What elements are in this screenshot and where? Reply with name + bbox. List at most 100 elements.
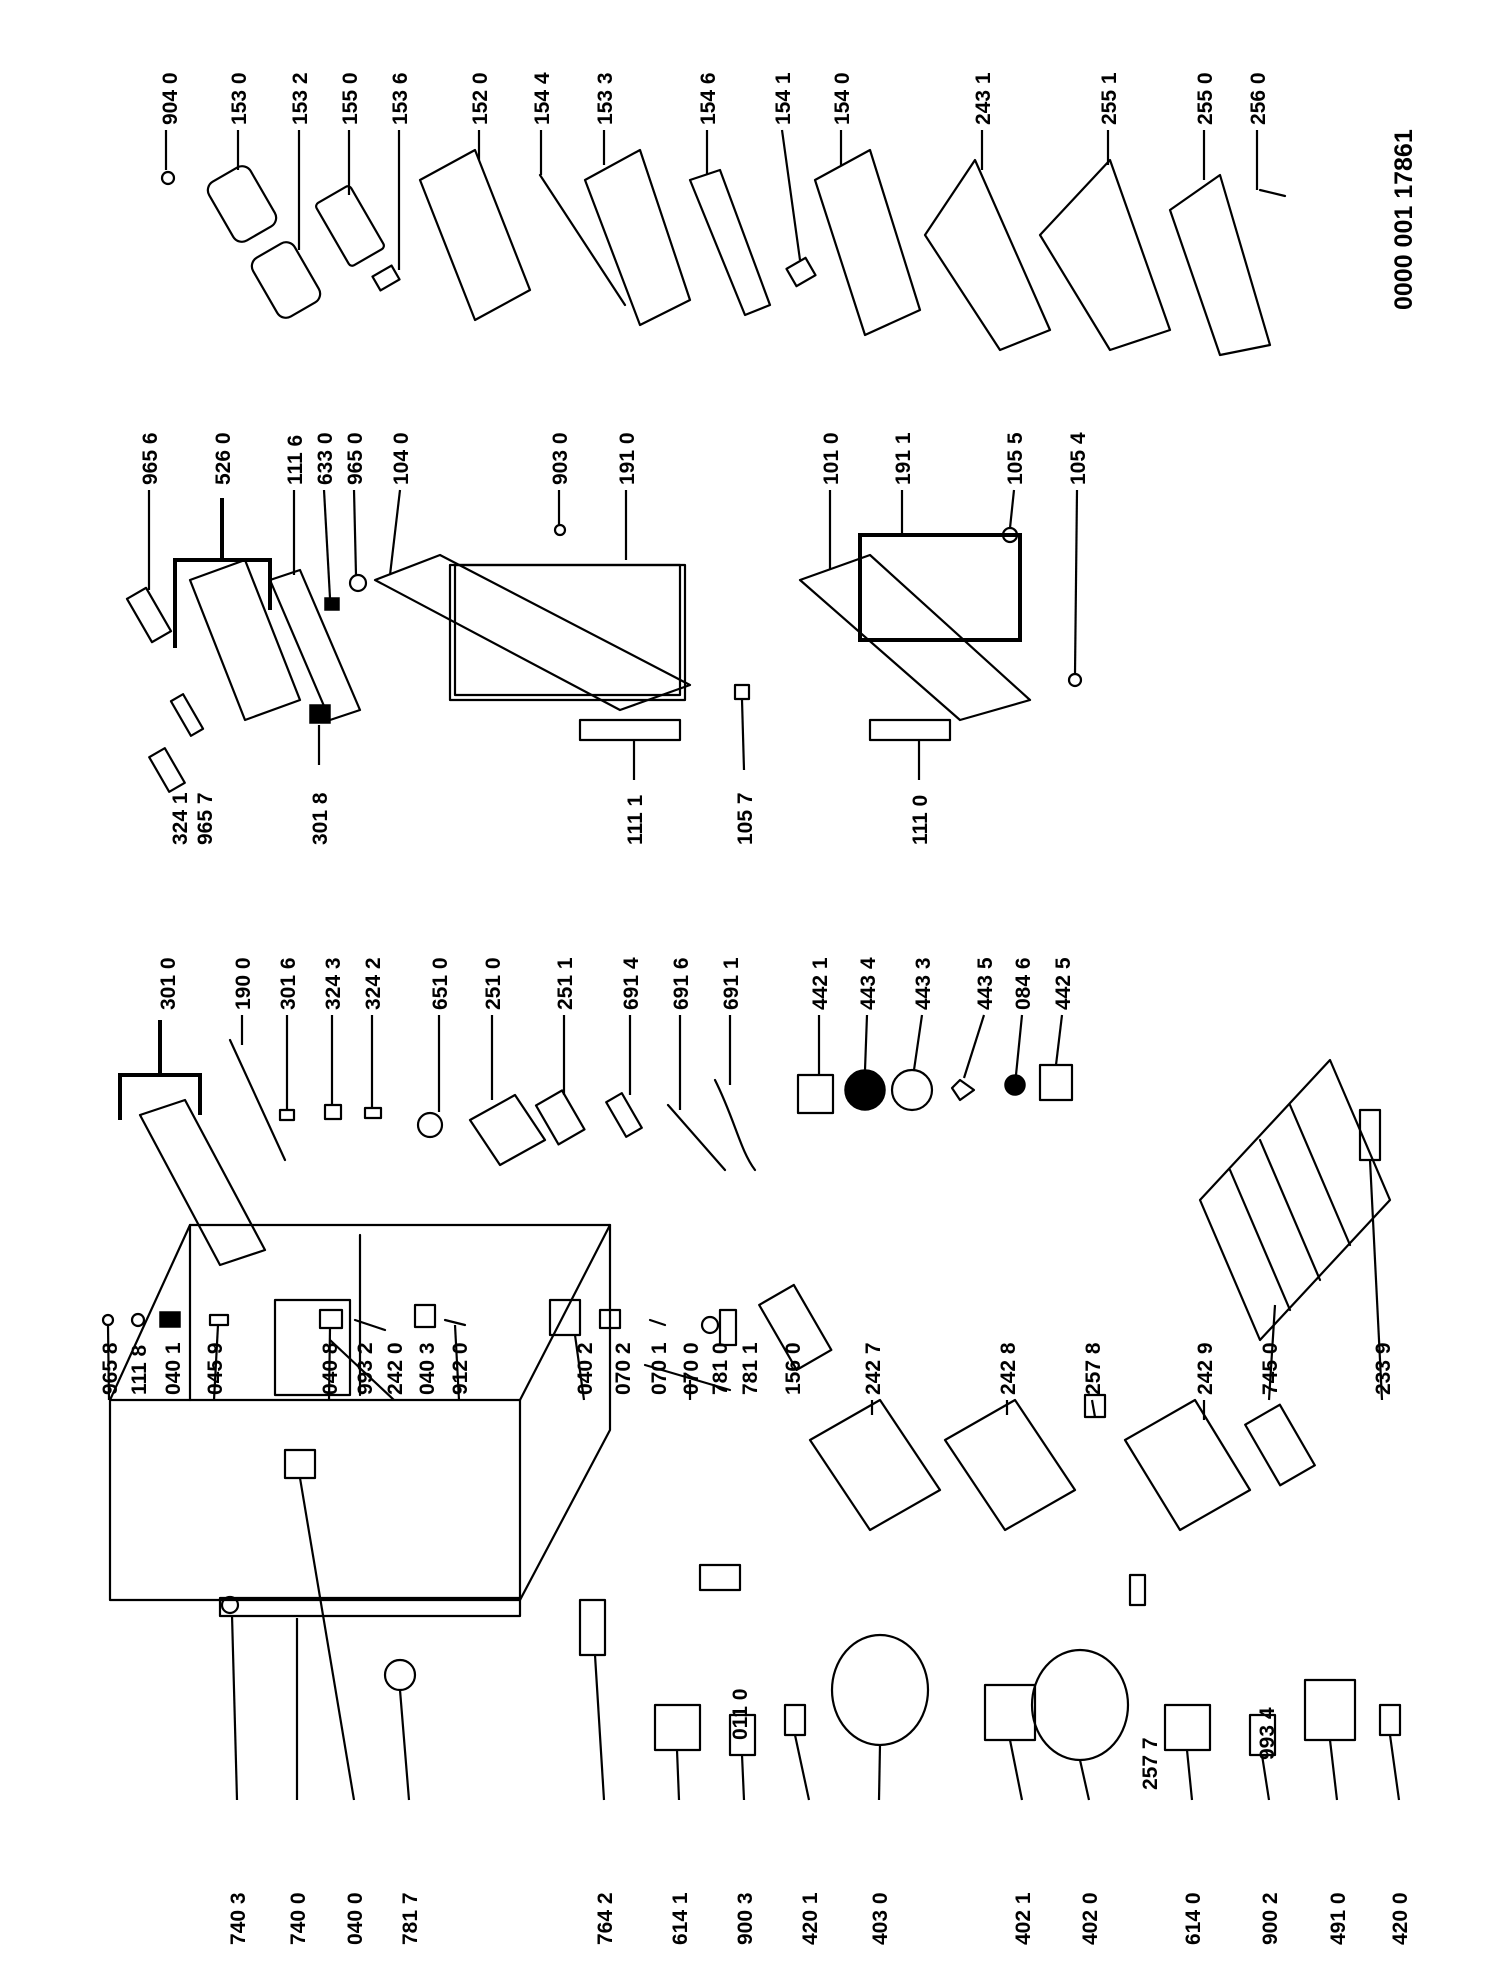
part-label: 740 0 bbox=[287, 1892, 310, 1945]
part-label: 614 0 bbox=[1182, 1892, 1205, 1945]
part-label: 257 7 bbox=[1139, 1737, 1162, 1790]
leader-line bbox=[740, 1754, 746, 1801]
part-243-1-drawing bbox=[923, 158, 1052, 352]
leader-line bbox=[327, 1327, 332, 1401]
part-label: 191 0 bbox=[616, 432, 639, 485]
part-label: 243 1 bbox=[972, 72, 995, 125]
part-242-0-drawing bbox=[273, 1298, 352, 1397]
part-label: 242 8 bbox=[997, 1342, 1020, 1395]
part-011-0-drawing bbox=[698, 1563, 742, 1592]
part-153-3-drawing bbox=[583, 148, 692, 327]
part-745-0-fin-2 bbox=[1258, 1138, 1322, 1282]
part-111-1-drawing bbox=[578, 718, 682, 742]
part-label: 153 2 bbox=[289, 72, 312, 125]
part-label: 101 0 bbox=[820, 432, 843, 485]
part-label: 402 1 bbox=[1012, 1892, 1035, 1945]
part-label: 256 0 bbox=[1247, 72, 1270, 125]
part-label: 233 9 bbox=[1372, 1342, 1395, 1395]
part-242-7-drawing bbox=[808, 1398, 942, 1532]
part-label: 105 4 bbox=[1067, 432, 1090, 485]
part-903-0-drawing bbox=[553, 523, 567, 537]
part-label: 040 1 bbox=[162, 1342, 185, 1395]
part-781-0-drawing bbox=[700, 1315, 720, 1335]
part-label: 255 1 bbox=[1098, 72, 1121, 125]
part-label: 324 3 bbox=[322, 957, 345, 1010]
part-label: 965 7 bbox=[194, 792, 217, 845]
part-101-0-drawing bbox=[798, 553, 1032, 722]
part-912-0-drawing bbox=[443, 1318, 467, 1327]
part-label: 242 9 bbox=[1194, 1342, 1217, 1395]
part-526-0-bracket bbox=[173, 558, 272, 648]
cabinet-body bbox=[108, 1223, 612, 1692]
part-label: 070 1 bbox=[648, 1342, 671, 1395]
leader-line bbox=[298, 1477, 356, 1801]
part-label: 111 0 bbox=[909, 795, 932, 845]
part-614-1-drawing bbox=[653, 1703, 702, 1752]
part-491-0-drawing bbox=[1303, 1678, 1357, 1742]
part-label: 903 0 bbox=[549, 432, 572, 485]
part-443-4-drawing bbox=[844, 1069, 886, 1111]
leader-line bbox=[1267, 1304, 1277, 1401]
part-label: 111 6 bbox=[284, 435, 307, 485]
part-drawings bbox=[101, 148, 1402, 1762]
leader-line bbox=[593, 1654, 606, 1801]
part-label: 614 1 bbox=[669, 1892, 692, 1945]
leader-line bbox=[453, 1324, 461, 1401]
part-965-7-drawing bbox=[169, 693, 205, 737]
part-965-8-drawing bbox=[101, 1313, 115, 1327]
part-label: 324 2 bbox=[362, 957, 385, 1010]
part-label: 633 0 bbox=[314, 432, 337, 485]
part-070-0-drawing bbox=[643, 1363, 732, 1392]
part-614-0-drawing bbox=[1163, 1703, 1212, 1752]
part-040-3-drawing bbox=[413, 1303, 437, 1329]
part-301-6-drawing bbox=[278, 1108, 296, 1122]
leader-line bbox=[1008, 489, 1016, 529]
part-label: 242 7 bbox=[862, 1342, 885, 1395]
part-781-7-drawing bbox=[383, 1658, 417, 1692]
part-691-6-drawing bbox=[666, 1103, 727, 1172]
part-442-5-drawing bbox=[1038, 1063, 1074, 1102]
part-label: 301 8 bbox=[309, 792, 332, 845]
part-label: 691 6 bbox=[670, 957, 693, 1010]
part-label: 153 0 bbox=[228, 72, 251, 125]
cabinet-edge-3 bbox=[518, 1223, 612, 1402]
part-251-1-drawing bbox=[534, 1089, 586, 1146]
part-153-0-drawing bbox=[206, 165, 278, 243]
leader-line bbox=[962, 1014, 986, 1079]
part-label: 105 7 bbox=[734, 792, 757, 845]
part-691-4-drawing bbox=[605, 1092, 643, 1138]
light-cover-group bbox=[118, 1020, 1074, 1267]
part-045-9-drawing bbox=[208, 1313, 230, 1327]
leader-line bbox=[675, 1749, 681, 1801]
part-label: 740 3 bbox=[227, 1892, 250, 1945]
part-301-0-bracket bbox=[118, 1073, 202, 1120]
part-242-8-drawing bbox=[943, 1398, 1077, 1532]
part-label: 781 0 bbox=[709, 1342, 732, 1395]
part-label: 442 1 bbox=[809, 957, 832, 1010]
part-420-0-drawing bbox=[1378, 1703, 1402, 1737]
part-label: 191 1 bbox=[892, 432, 915, 485]
part-301-8-drawing bbox=[309, 704, 331, 724]
part-191-1-drawing bbox=[858, 533, 1022, 642]
part-label: 257 8 bbox=[1082, 1342, 1105, 1395]
leader-line bbox=[1014, 1014, 1024, 1076]
part-label: 153 6 bbox=[389, 72, 412, 125]
leader-line bbox=[573, 1334, 586, 1401]
leader-line bbox=[1054, 1014, 1064, 1066]
freezer-door-group bbox=[125, 498, 1083, 793]
part-label: 900 3 bbox=[734, 1892, 757, 1945]
part-152-0-drawing bbox=[418, 148, 532, 322]
part-402-0-drawing bbox=[1030, 1648, 1130, 1762]
part-label: 781 1 bbox=[739, 1342, 762, 1395]
part-label: 900 2 bbox=[1259, 1892, 1282, 1945]
part-155-0-drawing bbox=[315, 185, 385, 267]
part-label: 781 7 bbox=[399, 1892, 422, 1945]
part-651-0-drawing bbox=[416, 1111, 444, 1139]
leader-line bbox=[877, 1744, 882, 1801]
part-label: 420 0 bbox=[1389, 1892, 1412, 1945]
part-label: 965 0 bbox=[344, 432, 367, 485]
part-993-4-drawing bbox=[1244, 1403, 1316, 1487]
part-label: 251 0 bbox=[482, 957, 505, 1010]
leader-line bbox=[398, 1689, 411, 1801]
leader-line bbox=[352, 489, 358, 576]
